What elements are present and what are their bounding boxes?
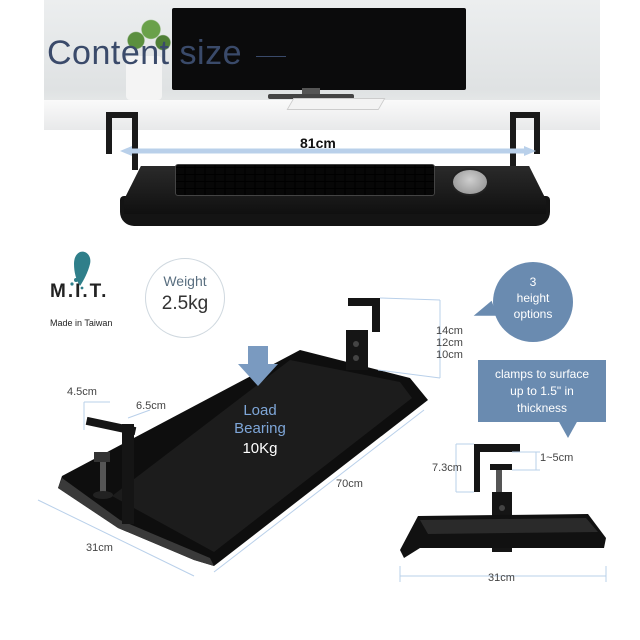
plant — [118, 14, 178, 58]
hero-photo: Content size 81cm — [0, 0, 640, 235]
monitor-foot — [268, 94, 354, 99]
monitor — [172, 8, 466, 90]
height-label-14: 14cm — [436, 325, 463, 337]
height-label-12: 12cm — [436, 337, 463, 349]
clamp-note-line-2: up to 1.5" in — [510, 384, 574, 398]
clamp-height-label: 7.3cm — [432, 462, 462, 474]
mouse — [451, 168, 489, 196]
clamp-note-tail — [558, 420, 578, 438]
keyboard — [175, 164, 435, 196]
clamp-width-label: 6.5cm — [136, 400, 166, 412]
load-label-line-2: Bearing — [234, 420, 286, 437]
width-arrow — [120, 146, 536, 156]
monitor-stand — [302, 88, 320, 96]
mit-logo-text: M.I.T. — [50, 281, 109, 302]
depth-label: 31cm — [86, 542, 113, 554]
weight-value: 2.5kg — [161, 293, 209, 314]
load-label-line-1: Load — [243, 402, 277, 419]
side-depth-label: 31cm — [488, 572, 515, 584]
plant-pot — [126, 56, 162, 100]
height-bubble-line-1: 3 — [529, 275, 537, 289]
weight-badge: Weight 2.5kg — [145, 258, 225, 338]
side-clamp-diagram — [399, 443, 607, 582]
page-title: Content size — [47, 34, 242, 72]
clamp-depth-label: 4.5cm — [67, 386, 97, 398]
mit-subtitle: Made in Taiwan — [50, 318, 113, 328]
clamp-note-line-3: thickness — [516, 401, 568, 415]
load-label-value: 10Kg — [242, 440, 278, 457]
right-clamp-post — [510, 112, 516, 170]
right-clamp-top — [514, 112, 540, 118]
clamp-note-line-1: clamps to surface — [494, 367, 590, 381]
clamp-range-label: 1~5cm — [540, 452, 574, 464]
load-arrow-head-icon — [238, 364, 278, 386]
notebook — [286, 98, 386, 110]
left-clamp-post — [132, 112, 138, 170]
main-tray-diagram — [37, 297, 441, 577]
right-clamp-arm — [534, 112, 540, 154]
length-label: 70cm — [336, 478, 363, 490]
height-options-bubble: 3 height options — [493, 262, 573, 342]
left-clamp-arm — [106, 112, 112, 154]
height-label-10: 10cm — [436, 349, 463, 361]
height-bubble-line-2: height — [516, 291, 550, 305]
load-arrow-icon — [248, 346, 268, 364]
weight-label: Weight — [163, 273, 207, 289]
height-bubble-line-3: options — [513, 307, 553, 321]
clamp-note-box: clamps to surface up to 1.5" in thicknes… — [478, 360, 606, 422]
taiwan-map-icon — [46, 250, 126, 320]
height-labels: 14cm 12cm 10cm — [436, 325, 463, 361]
left-clamp-top — [106, 112, 132, 118]
width-label: 81cm — [300, 135, 336, 151]
title-underline — [256, 56, 286, 57]
